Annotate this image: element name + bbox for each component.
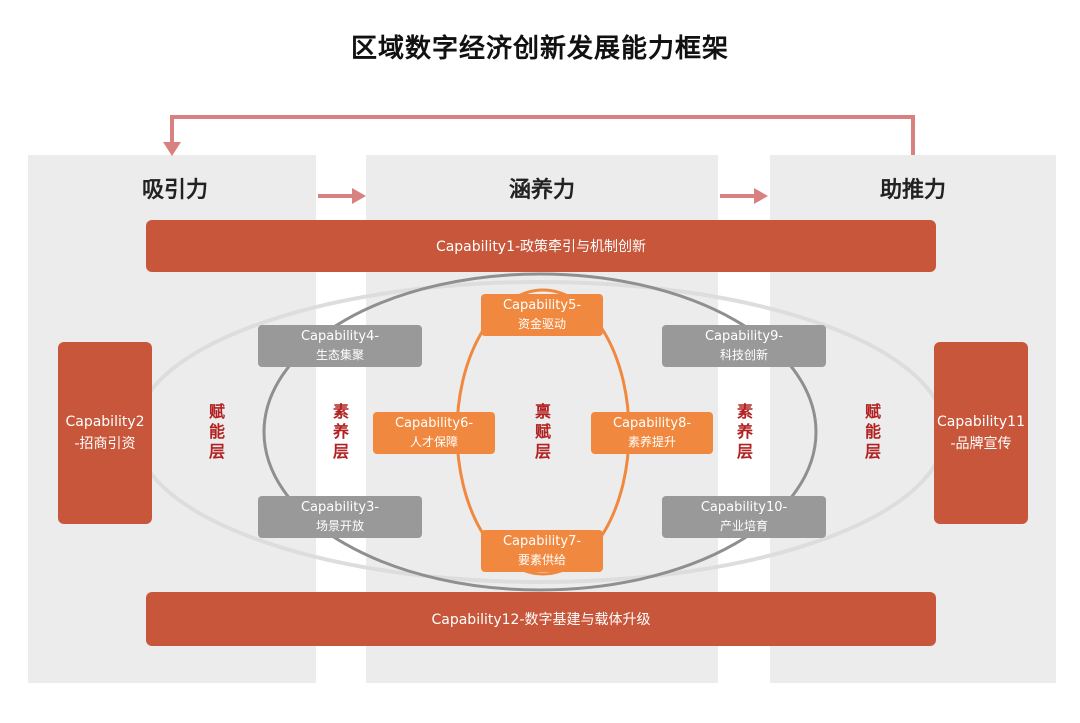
capability-6-line1: Capability6- [394,416,474,431]
endowment-layer-label: 禀赋层 [534,402,551,461]
column-heading-cultivation: 涵养力 [508,178,575,203]
capability-2-line1: Capability2 [65,414,145,430]
capability-4-line1: Capability4- [300,329,380,344]
capability-9-line2: 科技创新 [719,348,768,362]
feedback-arrow-head [163,142,181,156]
page-title: 区域数字经济创新发展能力框架 [350,34,729,64]
arrow-middle-to-right-head [754,188,768,204]
capability-4-box: Capability4- 生态集聚 [258,325,422,367]
literacy-layer-label-left: 素养层 [332,402,349,461]
capability-7-line2: 要素供给 [517,553,566,567]
capability-10-line1: Capability10- [700,500,788,515]
capability-9-box: Capability9- 科技创新 [662,325,826,367]
capability-2-line2: -招商引资 [74,436,136,452]
capability-11-box: Capability11 -品牌宣传 [934,342,1028,524]
capability-6-line2: 人才保障 [409,435,458,449]
capability-5-line1: Capability5- [502,298,582,313]
feedback-arrow [170,115,915,155]
capability-7-box: Capability7- 要素供给 [481,530,603,572]
capability-6-box: Capability6- 人才保障 [373,412,495,454]
capability-8-box: Capability8- 素养提升 [591,412,713,454]
capability-10-box: Capability10- 产业培育 [662,496,826,538]
capability-3-line1: Capability3- [300,500,380,515]
literacy-layer-label-right: 素养层 [736,402,753,461]
capability-7-line1: Capability7- [502,534,582,549]
empower-layer-label-right: 赋能层 [864,402,881,461]
capability-4-line2: 生态集聚 [315,348,364,362]
middle-ellipse [262,272,818,592]
capability-1-bar: Capability1-政策牵引与机制创新 [146,220,936,272]
capability-11-line2: -品牌宣传 [950,436,1012,452]
arrow-left-to-middle-head [352,188,366,204]
capability-3-line2: 场景开放 [315,519,364,533]
capability-8-line2: 素养提升 [627,435,676,449]
capability-10-line2: 产业培育 [719,519,768,533]
capability-9-line1: Capability9- [704,329,784,344]
capability-11-line1: Capability11 [937,414,1025,430]
column-heading-promotion: 助推力 [879,178,946,203]
capability-5-line2: 资金驱动 [517,317,566,331]
column-heading-attraction: 吸引力 [141,178,208,203]
empower-layer-label-left: 赋能层 [208,402,225,461]
capability-12-bar: Capability12-数字基建与载体升级 [146,592,936,646]
capability-3-box: Capability3- 场景开放 [258,496,422,538]
capability-2-box: Capability2 -招商引资 [58,342,152,524]
capability-8-line1: Capability8- [612,416,692,431]
capability-5-box: Capability5- 资金驱动 [481,294,603,336]
